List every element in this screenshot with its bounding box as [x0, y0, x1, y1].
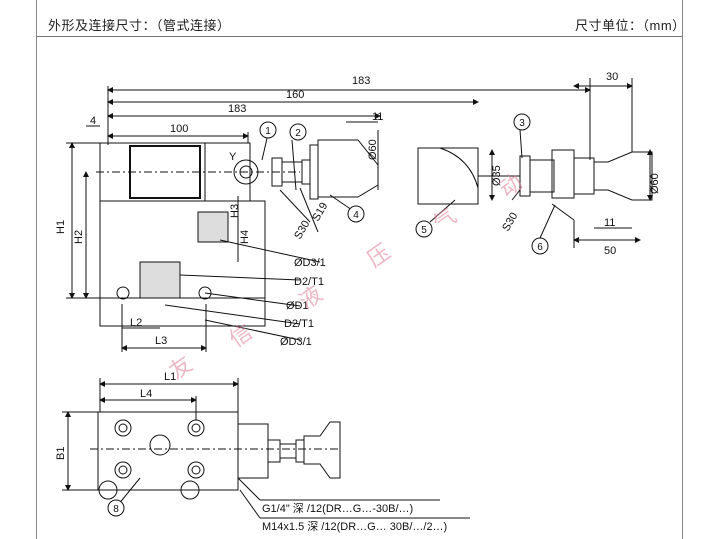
note-m14: M14x1.5 深 /12(DR…G… 30B/…/2…)	[262, 520, 447, 533]
dim-l2: L2	[130, 317, 142, 329]
dim-h1: H1	[55, 220, 67, 234]
callout-1-label: 1	[265, 126, 271, 137]
dim-l1: L1	[164, 371, 176, 383]
page-title: 外形及连接尺寸：（管式连接）	[48, 18, 231, 33]
dim-l3: L3	[155, 335, 167, 347]
top-view-knob	[303, 421, 341, 479]
callout-3-label: 3	[519, 118, 525, 129]
callout-4	[347, 205, 365, 223]
dim-35: Ø35	[491, 165, 503, 186]
svg-text:气: 气	[429, 204, 461, 237]
callout-5	[415, 220, 433, 238]
note-g14: G1/4" 深 /12(DR…G…-30B/…)	[262, 502, 413, 515]
dim-l4: L4	[140, 388, 152, 400]
dim-50: 50	[604, 245, 616, 257]
dim-183-top: 183	[352, 75, 370, 87]
dim-s30-b: S30	[500, 211, 520, 234]
dim-4: 4	[90, 115, 96, 127]
dim-h2: H2	[73, 230, 85, 244]
callout-1	[259, 121, 277, 139]
dim-y: Y	[229, 151, 237, 163]
port-y	[233, 159, 259, 185]
callout-8-label: 8	[113, 504, 119, 515]
side-knob	[593, 151, 653, 201]
valve-base	[99, 297, 266, 327]
dim-60-a: Ø60	[367, 139, 379, 160]
callout-6	[531, 237, 549, 255]
dim-d2-t1-a: D2/T1	[294, 276, 324, 288]
dim-h4: H4	[239, 230, 251, 244]
header-divider	[36, 36, 682, 37]
right-border	[682, 0, 683, 539]
dim-100: 100	[170, 123, 188, 135]
port-h3	[197, 211, 229, 243]
dim-d2-t1-b: D2/T1	[284, 318, 314, 330]
dim-60-b: Ø60	[649, 173, 661, 194]
callout-6-label: 6	[537, 242, 543, 253]
units-label: 尺寸单位：（mm）	[575, 18, 686, 33]
side-body	[417, 147, 479, 205]
dim-160: 160	[286, 89, 304, 101]
dim-11-a: 11	[372, 111, 383, 123]
callout-8	[107, 499, 125, 517]
dim-30: 30	[606, 71, 618, 83]
dim-d1: ØD1	[286, 300, 309, 312]
dim-11-b: 11	[604, 217, 615, 229]
watermark: 友 信 液 压 气 动	[165, 170, 527, 385]
callout-2	[289, 123, 307, 141]
callout-2-label: 2	[295, 128, 301, 139]
callout-4-label: 4	[353, 210, 359, 221]
callout-3	[513, 113, 531, 131]
dim-d3-1-a: ØD3/1	[294, 257, 326, 269]
left-border	[36, 0, 37, 539]
svg-text:压: 压	[363, 240, 395, 273]
dim-d3-1-b: ØD3/1	[280, 336, 312, 348]
dim-183-mid: 183	[228, 103, 246, 115]
port-d2	[139, 261, 181, 299]
callout-5-label: 5	[421, 225, 427, 236]
dim-h3: H3	[229, 204, 241, 218]
dim-b1: B1	[55, 447, 67, 460]
dim-s19: S19	[310, 201, 330, 224]
